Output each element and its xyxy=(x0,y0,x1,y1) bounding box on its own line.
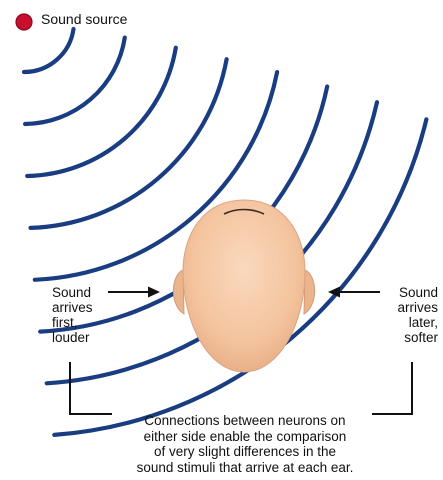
right-ear-label: Sound arrives later, softer xyxy=(383,285,438,345)
left-connector-line xyxy=(70,362,112,414)
left-ear-label: Sound arrives first, louder xyxy=(52,285,112,345)
left-ear-arrow xyxy=(108,287,160,298)
sound-source-label: Sound source xyxy=(41,12,127,27)
head-top-view xyxy=(173,200,314,372)
caption-text: Connections between neurons on either si… xyxy=(105,413,385,475)
sound-wave-arc xyxy=(31,59,227,228)
left-ear xyxy=(173,270,184,314)
sound-wave-arc xyxy=(24,29,74,72)
right-ear xyxy=(304,270,315,314)
head xyxy=(183,200,305,372)
right-connector-line xyxy=(372,362,412,414)
sound-wave-arc xyxy=(25,38,125,124)
sound-source-dot xyxy=(16,14,32,30)
